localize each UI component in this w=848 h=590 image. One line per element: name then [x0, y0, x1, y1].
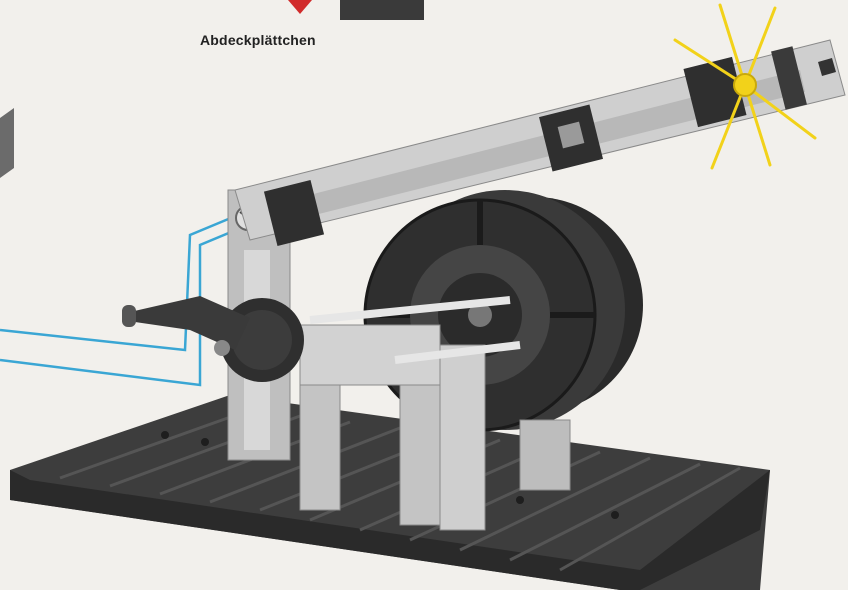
red-part-icon — [288, 0, 424, 20]
crank-handle — [122, 296, 304, 382]
edge-part — [0, 108, 14, 178]
caption-abdeckplaettchen: Abdeckplättchen — [200, 32, 316, 48]
inclined-arm — [234, 39, 846, 246]
block-frame — [299, 296, 571, 531]
base-plate — [10, 395, 770, 590]
lamp-glow-icon — [673, 3, 817, 170]
